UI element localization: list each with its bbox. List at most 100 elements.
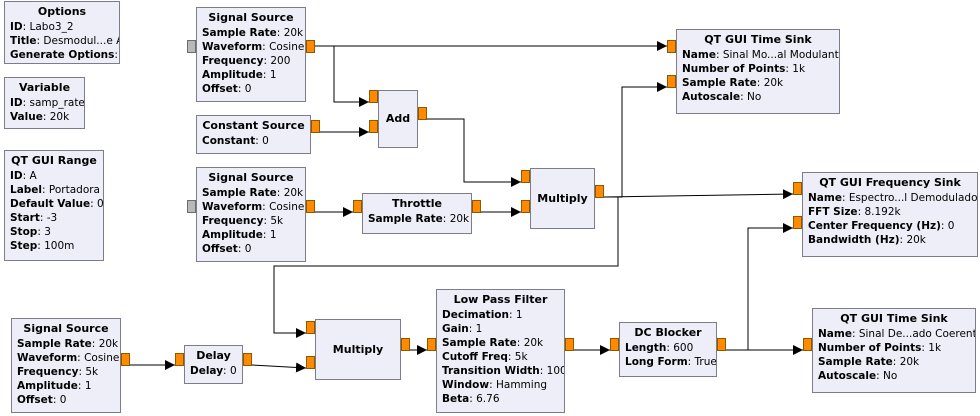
param-value: samp_rate — [29, 97, 85, 109]
param-value: Espectro...l Demodulado — [848, 192, 978, 204]
param-key: Sample Rate — [202, 27, 277, 39]
wire-dc-to-freq[interactable] — [726, 223, 793, 351]
param-value: 0 — [947, 220, 955, 232]
multiply-block-2[interactable]: Multiply — [315, 319, 401, 380]
port-throttle-out[interactable] — [472, 200, 481, 213]
port-sink1-in1[interactable] — [667, 75, 676, 88]
param-value: 20k — [283, 187, 304, 199]
port-add-out[interactable] — [418, 107, 427, 120]
block-param: Frequency: 5k — [17, 366, 99, 378]
port-freqsink-in1[interactable] — [793, 216, 802, 229]
port-lpf-in[interactable] — [427, 338, 436, 351]
param-key: Sample Rate — [17, 338, 92, 350]
wire-sig1-to-add[interactable] — [315, 45, 369, 107]
wire-mult1-to-freq[interactable] — [603, 189, 794, 200]
param-key: Delay — [190, 365, 224, 377]
param-key: Offset — [202, 83, 238, 95]
port-mult1-out[interactable] — [595, 185, 604, 198]
port-dc-out[interactable] — [717, 338, 726, 351]
port-mult1-in0[interactable] — [521, 170, 530, 183]
port-sig3-out[interactable] — [121, 353, 130, 366]
port-mult1-in1[interactable] — [521, 200, 530, 213]
port-sig2-ctrl[interactable] — [187, 200, 196, 213]
param-key: ID — [10, 21, 23, 33]
block-param: Title: Desmodul...e AM-DSB-SC — [10, 34, 119, 48]
port-mult2-in1[interactable] — [306, 356, 315, 369]
param-value: 20k — [449, 213, 470, 225]
param-value: 1 — [515, 309, 523, 321]
block-param: Offset: 0 — [17, 394, 67, 406]
port-sig1-out[interactable] — [306, 40, 315, 53]
add-block[interactable]: Add — [378, 90, 418, 148]
param-key: Frequency — [17, 366, 79, 378]
block-param: Name: Sinal Mo...al Modulante — [682, 48, 839, 62]
port-freqsink-in0[interactable] — [793, 182, 802, 195]
wire-add-to-mult1[interactable] — [427, 118, 521, 187]
port-delay-out[interactable] — [243, 353, 252, 366]
block-param: Sample Rate: 20k — [17, 338, 119, 350]
block-param: Waveform: Cosine — [202, 41, 305, 53]
port-mult2-out[interactable] — [401, 338, 410, 351]
port-mult2-in0[interactable] — [306, 321, 315, 334]
param-value: 5k — [270, 215, 284, 227]
param-value: Portadora — [48, 184, 100, 196]
block-param: Sample Rate: 20k — [368, 213, 470, 225]
param-value: 1 — [475, 323, 483, 335]
param-key: Waveform — [17, 352, 78, 364]
port-dc-in[interactable] — [610, 338, 619, 351]
block-param: Sample Rate: 20k — [442, 337, 544, 349]
block-param: Autoscale: No — [682, 91, 762, 103]
param-value: 0 — [96, 198, 104, 210]
port-sig2-out[interactable] — [306, 200, 315, 213]
block-param: Decimation: 1 — [442, 309, 523, 321]
port-add-in1[interactable] — [369, 120, 378, 133]
param-value: 0 — [59, 394, 67, 406]
block-param: ID: samp_rate — [10, 97, 85, 109]
param-value: 0 — [244, 243, 252, 255]
port-sink1-in0[interactable] — [667, 40, 676, 53]
block-param: Bandwidth (Hz): 20k — [808, 234, 926, 246]
block-param: Label: Portadora — [10, 184, 100, 196]
block-param: Autoscale: No — [818, 370, 898, 382]
param-value: Sinal De...ado Coerente — [858, 328, 976, 340]
port-sink2-in[interactable] — [803, 338, 812, 351]
param-key: Amplitude — [17, 380, 78, 392]
param-value: 100 — [546, 365, 565, 377]
port-throttle-in[interactable] — [353, 200, 362, 213]
param-key: Number of Points — [682, 63, 786, 75]
port-lpf-out[interactable] — [565, 338, 574, 351]
block-title: Signal Source — [23, 322, 109, 335]
param-key: Autoscale — [682, 91, 741, 103]
block-param: Waveform: Cosine — [17, 352, 120, 364]
port-add-in0[interactable] — [369, 90, 378, 103]
param-key: Decimation — [442, 309, 509, 321]
block-title: Low Pass Filter — [453, 293, 548, 306]
wire-delay-to-mult2[interactable] — [251, 362, 307, 373]
param-key: Offset — [202, 243, 238, 255]
port-const-out[interactable] — [311, 120, 320, 133]
wire-mult1-to-mult2[interactable] — [273, 196, 619, 338]
param-value: 100m — [44, 240, 75, 252]
param-key: Sample Rate — [368, 213, 443, 225]
block-param: Start: -3 — [10, 212, 58, 224]
port-sig1-ctrl[interactable] — [187, 40, 196, 53]
port-delay-in[interactable] — [175, 353, 184, 366]
multiply-block-1[interactable]: Multiply — [530, 168, 595, 229]
param-key: Bandwidth (Hz) — [808, 234, 900, 246]
block-param: Window: Hamming — [442, 379, 548, 391]
wire-mult1-to-sink1[interactable] — [604, 82, 667, 198]
